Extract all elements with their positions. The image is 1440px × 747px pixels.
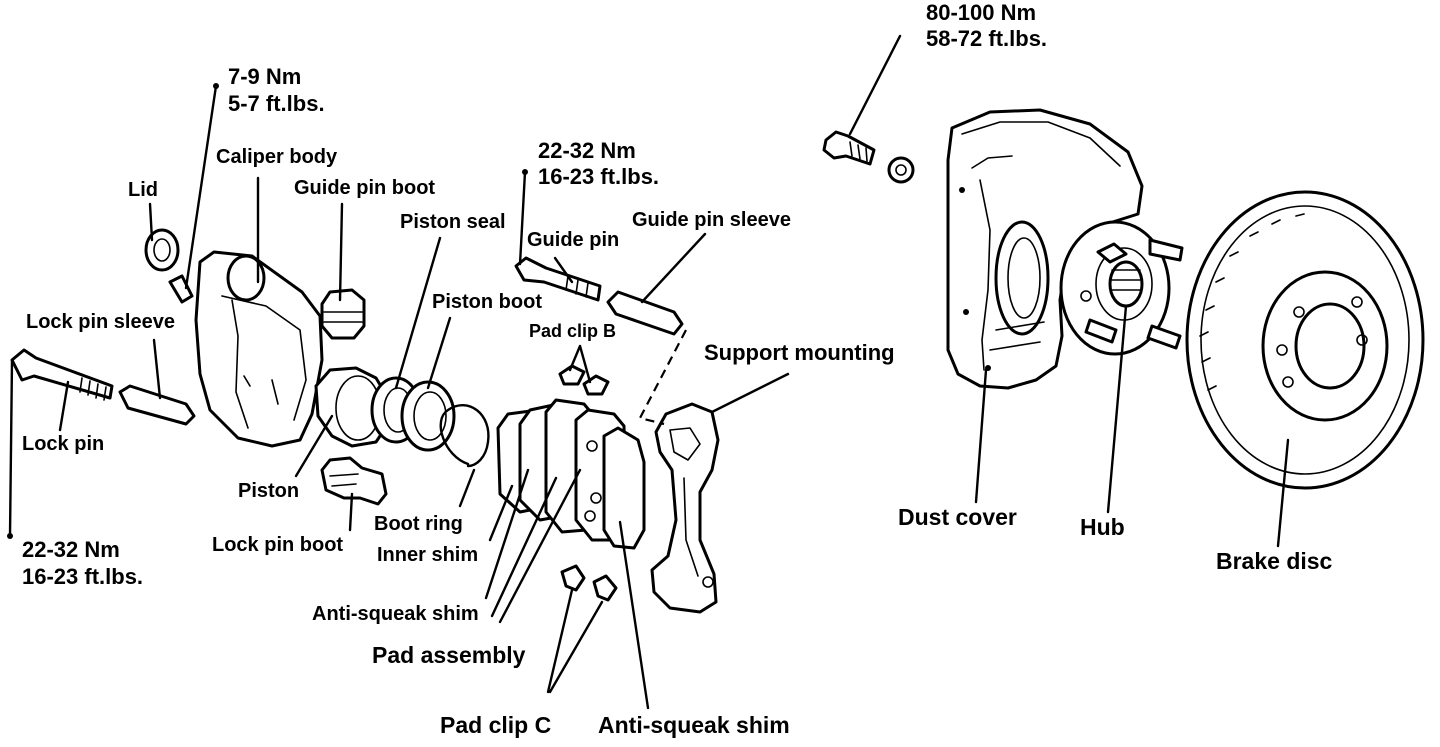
brake-disc-label: Brake disc	[1216, 548, 1333, 574]
support-mounting-label: Support mounting	[704, 340, 895, 365]
lock-pin-boot-label: Lock pin boot	[212, 534, 344, 556]
lid-label: Lid	[128, 179, 158, 201]
hub-label: Hub	[1080, 514, 1125, 540]
caliper-body-drawing	[194, 250, 324, 448]
pad-clip-c-label: Pad clip C	[440, 712, 552, 738]
piston-seal-label: Piston seal	[400, 211, 506, 233]
guide-pin-label: Guide pin	[527, 229, 620, 251]
inner-shim-label: Inner shim	[377, 544, 479, 566]
torque-top-right-ft: 58-72 ft.lbs.	[926, 26, 1048, 51]
torque-guide-pin-nm: 22-32 Nm	[538, 138, 636, 163]
lid-drawing	[144, 228, 194, 304]
pad-assembly-drawing	[496, 398, 646, 550]
hub-drawing	[1059, 220, 1184, 356]
torque-lock-pin-nm: 22-32 Nm	[22, 537, 120, 562]
hub-bolt-drawing	[822, 130, 915, 184]
torque-guide-pin-ft: 16-23 ft.lbs.	[538, 164, 660, 189]
piston-boot-label: Piston boot	[432, 291, 542, 313]
lock-pin-label: Lock pin	[22, 433, 105, 455]
lock-pin-sleeve-label: Lock pin sleeve	[26, 311, 175, 333]
torque-lid-ft: 5-7 ft.lbs.	[228, 91, 325, 116]
support-mounting-drawing	[650, 402, 720, 614]
pad-assembly-label: Pad assembly	[372, 642, 526, 668]
guide-pin-sleeve-label: Guide pin sleeve	[632, 209, 791, 231]
lock-pin-boot-drawing	[320, 456, 388, 506]
guide-pin-boot-drawing	[320, 288, 366, 340]
brake-disc-drawing	[1185, 190, 1425, 490]
dust-cover-label: Dust cover	[898, 504, 1017, 530]
lock-pin-drawing	[10, 348, 196, 426]
guide-pin-boot-label: Guide pin boot	[294, 177, 436, 199]
leader-lines	[7, 34, 1290, 710]
alignment-dashed-line	[638, 329, 687, 426]
torque-top-right-nm: 80-100 Nm	[926, 0, 1037, 25]
torque-lid-nm: 7-9 Nm	[228, 64, 302, 89]
boot-ring-drawing	[439, 404, 490, 468]
boot-ring-label: Boot ring	[374, 513, 463, 535]
anti-squeak-shim-outer-label: Anti-squeak shim	[598, 712, 790, 738]
anti-squeak-shim-inner-label: Anti-squeak shim	[312, 603, 479, 625]
piston-label: Piston	[238, 480, 300, 502]
caliper-body-label: Caliper body	[216, 146, 338, 168]
guide-pin-drawing	[514, 256, 602, 302]
torque-lock-pin-ft: 16-23 ft.lbs.	[22, 564, 144, 589]
pad-clip-b-label: Pad clip B	[529, 321, 617, 341]
pad-clip-c-drawing	[560, 564, 618, 602]
piston-boot-drawing	[400, 380, 456, 452]
guide-pin-sleeve-drawing	[606, 290, 684, 336]
pad-clip-b-drawing	[558, 364, 610, 396]
